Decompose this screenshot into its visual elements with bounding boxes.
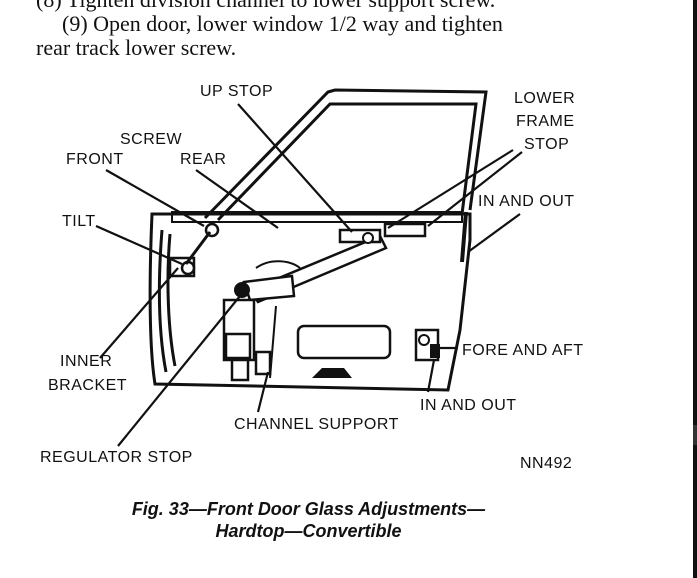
- label-screw: SCREW: [120, 131, 182, 148]
- figure-caption-line-2: Hardtop—Convertible: [215, 521, 402, 541]
- lower-mount: [312, 368, 352, 378]
- label-up-stop: UP STOP: [200, 83, 273, 100]
- rear-channel: [460, 211, 468, 263]
- label-frame: FRAME: [516, 113, 575, 130]
- figure-code: NN492: [520, 455, 572, 472]
- step-9-continuation-text: rear track lower screw.: [36, 35, 237, 60]
- door-handle-cutout: [296, 324, 392, 360]
- door-panel: [148, 212, 472, 392]
- label-inner: INNER: [60, 353, 112, 370]
- window-frame: [203, 88, 488, 222]
- page-edge-mark: [693, 425, 697, 445]
- previous-step-text: (8) Tighten division channel to lower su…: [36, 0, 596, 12]
- label-rear: REAR: [180, 151, 226, 168]
- label-in-and-out-bottom: IN AND OUT: [420, 397, 517, 414]
- fore-aft-bracket: [414, 328, 440, 362]
- label-front: FRONT: [66, 151, 124, 168]
- label-in-and-out-top: IN AND OUT: [478, 193, 575, 210]
- step-9-text: (9) Open door, lower window 1/2 way and …: [62, 11, 503, 36]
- label-regulator-stop: REGULATOR STOP: [40, 449, 193, 466]
- regulator-stop-pivot: [234, 282, 250, 298]
- figure-caption-line-1: Fig. 33—Front Door Glass Adjustments—: [131, 499, 486, 519]
- up-stop-bracket: [338, 222, 427, 244]
- leader-lines: [95, 103, 523, 447]
- label-bracket: BRACKET: [48, 377, 127, 394]
- regulator-arm: [234, 234, 388, 304]
- channel-block: [222, 298, 272, 382]
- label-fore-and-aft: FORE AND AFT: [462, 342, 584, 359]
- door-top-rail: [171, 211, 463, 223]
- label-tilt: TILT: [62, 213, 96, 230]
- channel-track: [269, 305, 277, 379]
- page-edge: [693, 0, 697, 578]
- label-stop: STOP: [524, 136, 569, 153]
- label-lower: LOWER: [514, 90, 575, 107]
- label-channel-support: CHANNEL SUPPORT: [234, 416, 399, 433]
